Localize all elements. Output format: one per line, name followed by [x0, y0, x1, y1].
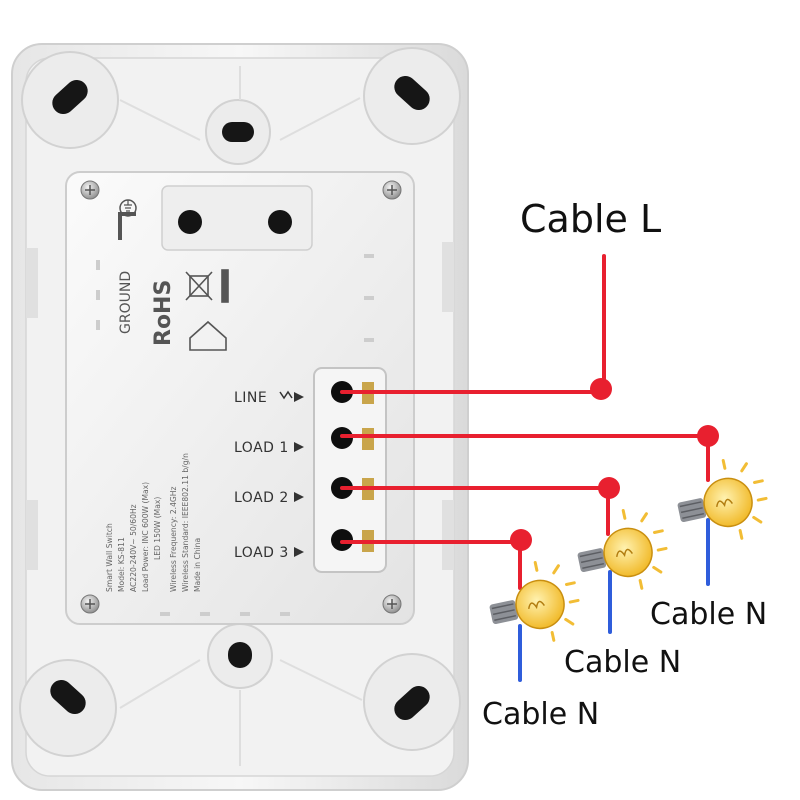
vent-slits [96, 254, 374, 616]
light-bulb-icon [577, 509, 668, 590]
arrow-right-icon [294, 392, 304, 402]
terminal-brass [362, 428, 374, 450]
plate-ribs [119, 66, 363, 766]
mount-corner-bottom-right [363, 653, 461, 751]
mount-slot-top [205, 99, 271, 165]
junction-dot-line [590, 378, 612, 400]
spec-line: Model: KS-811 [117, 537, 126, 592]
spec-line: Load Power: INC 600W (Max) [141, 482, 150, 592]
cable-n-label-1: Cable N [650, 597, 767, 632]
spec-line: Made in China [193, 538, 202, 592]
arrow-right-icon [294, 442, 304, 452]
ground-label: GROUND [118, 271, 134, 334]
terminal-block [313, 367, 387, 573]
spec-line: Wireless Frequency: 2.4GHz [169, 486, 178, 592]
mount-corner-top-left [21, 51, 119, 149]
lightning-arrow-icon [279, 390, 293, 400]
screw-bottom-right [382, 594, 402, 614]
mount-slot-bottom [207, 623, 273, 689]
weee-bin-icon [185, 269, 229, 303]
top-screw-bracket [161, 185, 313, 251]
mount-slot-icon [394, 75, 430, 111]
mount-corner-top-right [363, 47, 461, 145]
terminal-load-3: LOAD 3 [234, 529, 374, 561]
switch-housing: GROUND RoHS Smart Wall Switch Model: KS-… [11, 43, 469, 791]
mount-slot-icon [52, 79, 88, 115]
cable-l-label: Cable L [520, 197, 661, 241]
side-tab-left-lower [26, 500, 38, 570]
side-tab-left [26, 248, 38, 318]
arrow-right-icon [294, 492, 304, 502]
light-bulb-icon [677, 459, 768, 540]
light-bulb-icon [489, 561, 580, 642]
mount-slot-icon [394, 685, 430, 721]
house-recycle-icon [189, 320, 227, 351]
junction-dot-load-1 [697, 425, 719, 447]
mount-slot-icon [50, 679, 86, 715]
ground-marking: GROUND [118, 199, 137, 334]
junction-dot-load-3 [510, 529, 532, 551]
spec-block: Smart Wall Switch Model: KS-811 AC220-24… [105, 453, 202, 592]
terminal-label-line: LINE [234, 390, 267, 406]
slot-icon [228, 642, 252, 668]
cable-n-label-2: Cable N [564, 645, 681, 680]
screw-top-right [382, 180, 402, 200]
spec-line: LED 150W (Max) [153, 497, 162, 560]
screw-bottom-left [80, 594, 100, 614]
screw-top-left [80, 180, 100, 200]
mount-corner-bottom-left [19, 659, 117, 757]
spec-line: AC220-240V~ 50/60Hz [129, 504, 138, 592]
arrow-right-icon [294, 547, 304, 557]
side-tab-right-lower [442, 500, 454, 570]
rohs-label: RoHS [151, 280, 176, 346]
earth-symbol-icon [119, 199, 137, 217]
live-wire-line [340, 254, 606, 394]
spec-line: Smart Wall Switch [105, 523, 114, 592]
terminal-label-load-1: LOAD 1 [234, 440, 289, 456]
side-tab-right [442, 242, 454, 312]
terminal-label-load-2: LOAD 2 [234, 490, 289, 506]
spec-line: Wireless Standard: IEEE802.11 b/g/n [181, 453, 190, 592]
slot-icon [222, 122, 254, 142]
junction-dot-load-2 [598, 477, 620, 499]
terminal-label-load-3: LOAD 3 [234, 545, 289, 561]
wires [340, 254, 710, 682]
ground-arrow-icon [118, 212, 136, 240]
cable-n-label-3: Cable N [482, 697, 599, 732]
